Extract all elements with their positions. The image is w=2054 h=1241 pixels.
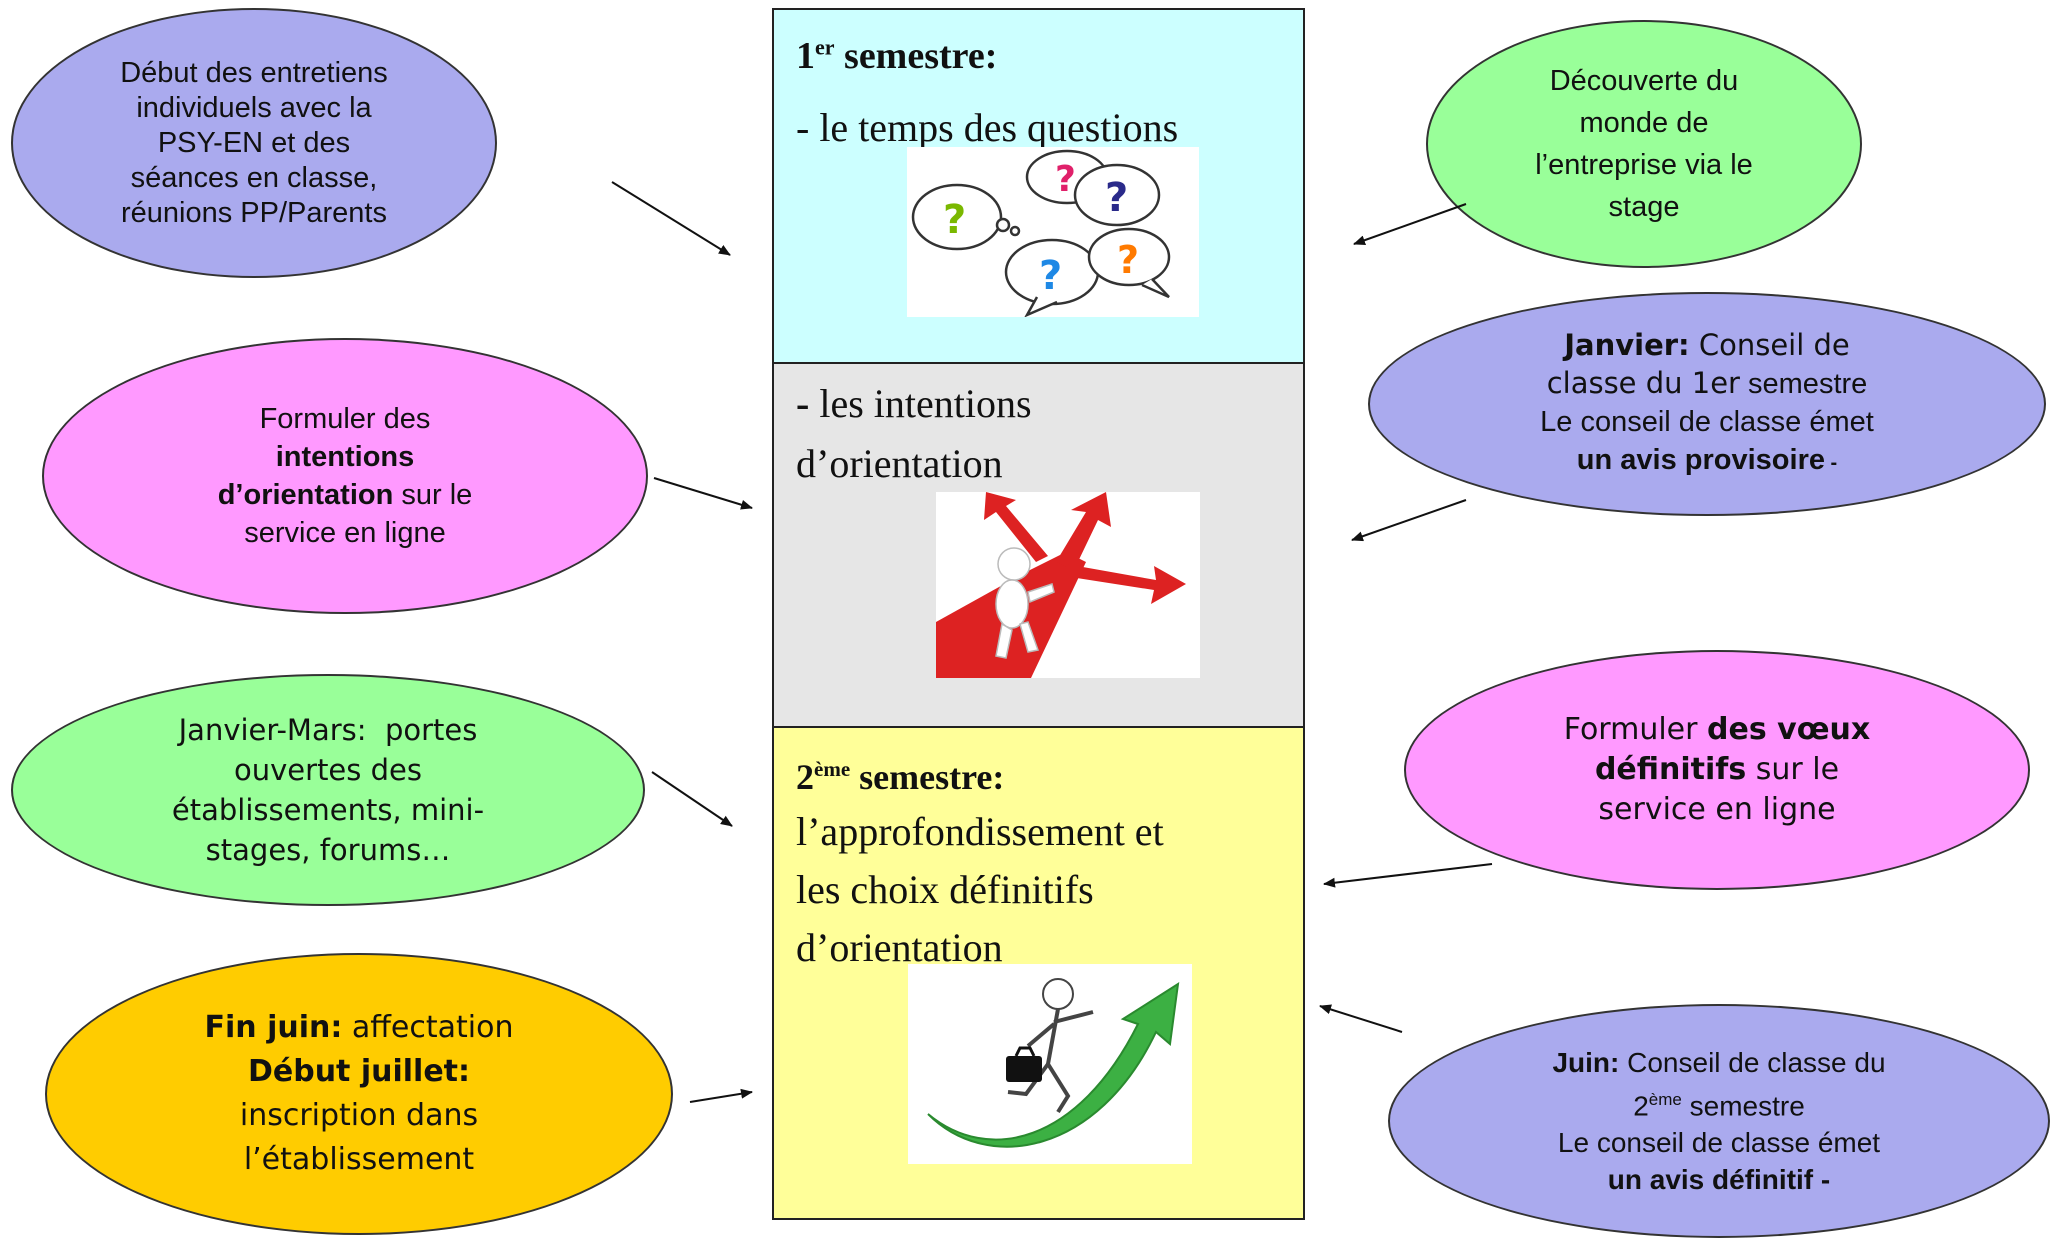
intentions-box: - les intentions d’orientation: [772, 362, 1305, 728]
arrow-entretiens-to-box: [611, 181, 731, 256]
janvier-conseil-ellipse: Janvier: Conseil de classe du 1er semest…: [1368, 292, 2046, 516]
rising-arrow-runner-icon: [908, 964, 1192, 1164]
semester1-title: 1er semestre:: [796, 34, 998, 77]
semester2-line4: d’orientation: [796, 925, 1003, 970]
intentions-ellipse: Formuler des intentions d’orientation su…: [42, 338, 648, 614]
portes-ouvertes-ellipse: Janvier-Mars: portes ouvertes des établi…: [11, 674, 645, 906]
arrow-portes-to-box: [651, 771, 733, 827]
arrow-intentions-to-box: [653, 477, 753, 510]
svg-text:?: ?: [1105, 175, 1128, 221]
entreprise-ellipse: Découverte du monde de l’entreprise via …: [1426, 20, 1862, 268]
entretiens-ellipse: Début des entretiens individuels avec la…: [11, 8, 497, 278]
semester2-line2: l’approfondissement et: [796, 809, 1164, 854]
intentions-line2: d’orientation: [796, 441, 1003, 486]
svg-text:?: ?: [1055, 159, 1076, 200]
crossroads-arrows-icon: [936, 492, 1200, 678]
semester2-line3: les choix définitifs: [796, 867, 1094, 912]
juin-conseil-ellipse: Juin: Conseil de classe du 2ème semestre…: [1388, 1004, 2050, 1238]
semester2-box: 2ème semestre: l’approfondissement et le…: [772, 726, 1305, 1220]
arrow-affectation-to-box: [689, 1088, 753, 1103]
speech-bubbles-question-icon: ? ? ? ? ?: [907, 147, 1199, 317]
arrow-juin-to-box: [1319, 1004, 1403, 1033]
semester1-box: 1er semestre: - le temps des questions ?…: [772, 8, 1305, 364]
arrow-janvier-to-box: [1351, 499, 1467, 542]
svg-text:?: ?: [943, 197, 966, 243]
arrow-voeux-to-box: [1323, 863, 1493, 888]
arrow-entreprise-to-box: [1353, 203, 1467, 246]
semester2-title: 2ème semestre:: [796, 757, 1005, 797]
semester1-subtitle: - le temps des questions: [796, 105, 1179, 150]
intentions-line1: - les intentions: [796, 381, 1032, 426]
voeux-definitifs-ellipse: Formuler des vœux définitifs sur le serv…: [1404, 650, 2030, 890]
svg-text:?: ?: [1117, 238, 1139, 282]
affectation-ellipse: Fin juin: affectation Début juillet: ins…: [45, 953, 673, 1235]
svg-text:?: ?: [1039, 253, 1062, 299]
